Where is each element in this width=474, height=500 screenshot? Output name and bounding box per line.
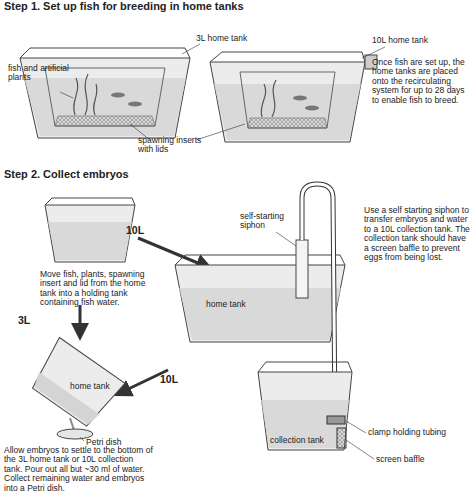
tank-3l — [20, 44, 200, 140]
step-heading: Step 1. Set up fish for breeding in home… — [4, 2, 424, 11]
part-label: 10L home tank — [372, 36, 452, 45]
tank-10l — [196, 47, 385, 142]
part-label: screen baffle — [376, 455, 456, 464]
part-label: spawning inserts with lids — [138, 136, 212, 155]
part-label: self-starting siphon — [240, 212, 290, 231]
part-label: home tank — [70, 382, 130, 391]
part-label: home tank — [206, 300, 266, 309]
part-label: clamp holding tubing — [368, 428, 468, 437]
note-text: Once fish are set up, the home tanks are… — [372, 58, 472, 105]
volume-label: 10L — [160, 373, 190, 385]
part-label: 3L home tank — [196, 34, 276, 43]
note-text: Move fish, plants, spawning insert and l… — [40, 270, 158, 308]
collection-tank — [258, 362, 374, 459]
part-label: fish and artificial plants — [8, 64, 74, 83]
volume-label: 3L — [18, 314, 48, 326]
step-heading: Step 2. Collect embryos — [4, 170, 304, 179]
note-text: Allow embryos to settle to the bottom of… — [4, 446, 154, 493]
volume-label: 10L — [126, 224, 156, 236]
part-label: collection tank — [270, 436, 340, 445]
note-text: Use a self starting siphon to transfer e… — [364, 206, 472, 262]
holding-tank — [45, 198, 135, 262]
